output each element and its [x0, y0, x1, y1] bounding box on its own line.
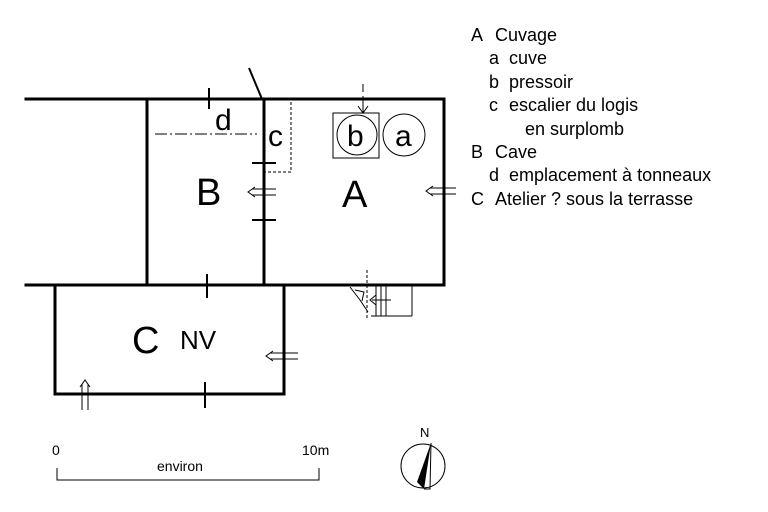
scale-start-label: 0	[52, 442, 60, 458]
entrance-arrow-room-a-east	[425, 185, 456, 197]
feature-d-label: d	[215, 104, 232, 137]
press-circle	[336, 114, 378, 156]
nv-label: NV	[180, 325, 217, 355]
room-c-label: C	[132, 320, 159, 362]
scale-end-label: 10m	[302, 442, 329, 458]
wall-ticks	[204, 67, 276, 408]
entrance-arrow-room-c-south	[79, 379, 91, 410]
room-c-walls	[53, 283, 286, 396]
entrance-arrow-room-b	[247, 186, 276, 198]
room-a-label: A	[342, 174, 368, 216]
feature-a-label: a	[395, 120, 412, 153]
press-entry-arrow	[357, 84, 369, 114]
press-square	[332, 112, 380, 159]
legend-item-c-continuation: en surplomb	[525, 118, 625, 139]
feature-b-label: b	[347, 120, 364, 153]
walls	[24, 97, 446, 396]
entrance-arrow-room-c-east	[265, 350, 298, 362]
scale-bar: 0 10m environ	[52, 442, 329, 481]
door-leaf-north	[248, 67, 263, 100]
vat-circle	[382, 113, 426, 157]
north-label: N	[420, 425, 429, 440]
scale-caption: environ	[157, 458, 203, 474]
room-b-label: B	[196, 172, 221, 214]
exterior-stair	[349, 270, 413, 320]
north-arrow-icon: N	[400, 425, 446, 490]
feature-c-label: c	[268, 120, 283, 153]
